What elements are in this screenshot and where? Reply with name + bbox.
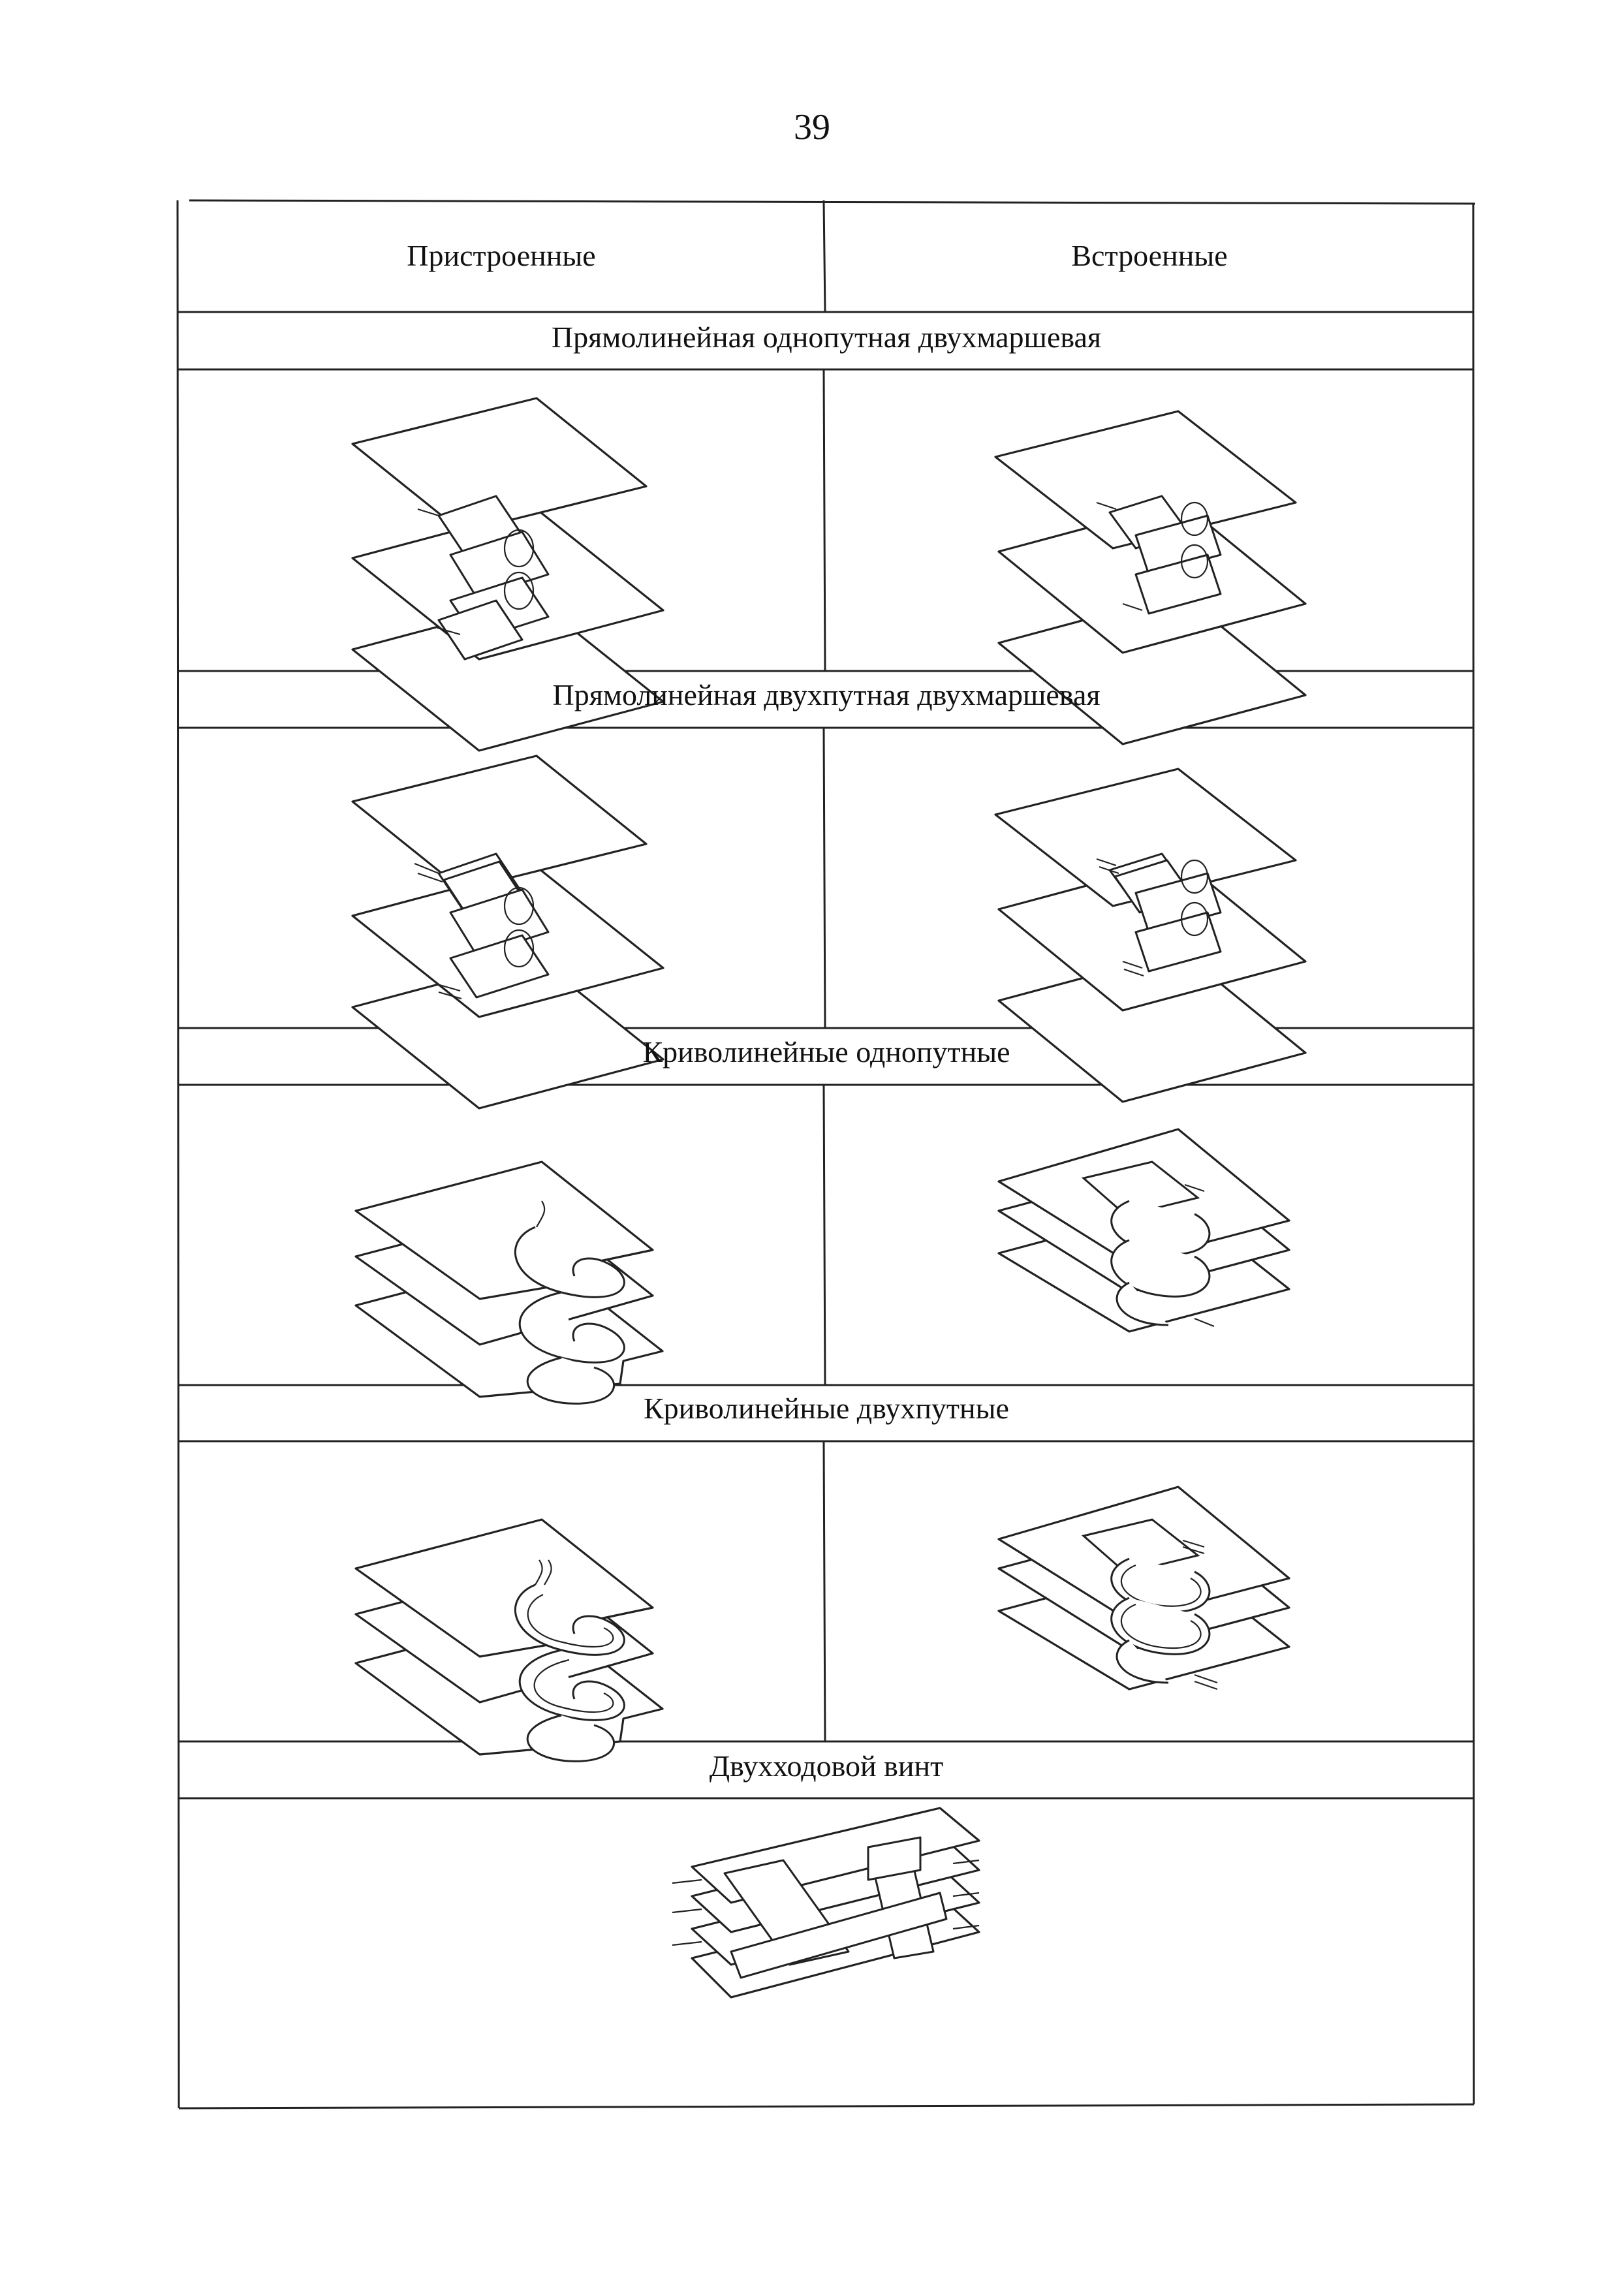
diagram-curved-twoway-attached bbox=[354, 1518, 664, 1762]
diagram-straight-twoway-attached bbox=[351, 755, 664, 1110]
table-grid bbox=[176, 199, 1476, 2110]
diagram-curved-oneway-integrated bbox=[997, 1128, 1290, 1333]
diagram-straight-twoway-integrated bbox=[994, 768, 1307, 1103]
section-title-straight-oneway: Прямолинейная однопутная двухмаршевая bbox=[551, 320, 1102, 354]
diagram-curved-twoway-integrated bbox=[997, 1486, 1290, 1691]
diagram-straight-oneway-attached bbox=[351, 397, 664, 752]
section-title-curved-oneway: Криволинейные однопутные bbox=[642, 1035, 1010, 1069]
header-attached: Пристроенные bbox=[407, 239, 596, 272]
page-number: 39 bbox=[794, 107, 830, 148]
diagram-straight-oneway-integrated bbox=[994, 410, 1307, 745]
diagram-curved-oneway-attached bbox=[354, 1161, 664, 1405]
section-title-straight-twoway: Прямолинейная двухпутная двухмаршевая bbox=[552, 678, 1101, 711]
header-integrated: Встроенные bbox=[1071, 239, 1228, 272]
section-title-curved-twoway: Криволинейные двухпутные bbox=[644, 1392, 1009, 1425]
diagram-double-helix bbox=[672, 1807, 980, 1999]
section-title-double-helix: Двухходовой винт bbox=[709, 1749, 944, 1783]
